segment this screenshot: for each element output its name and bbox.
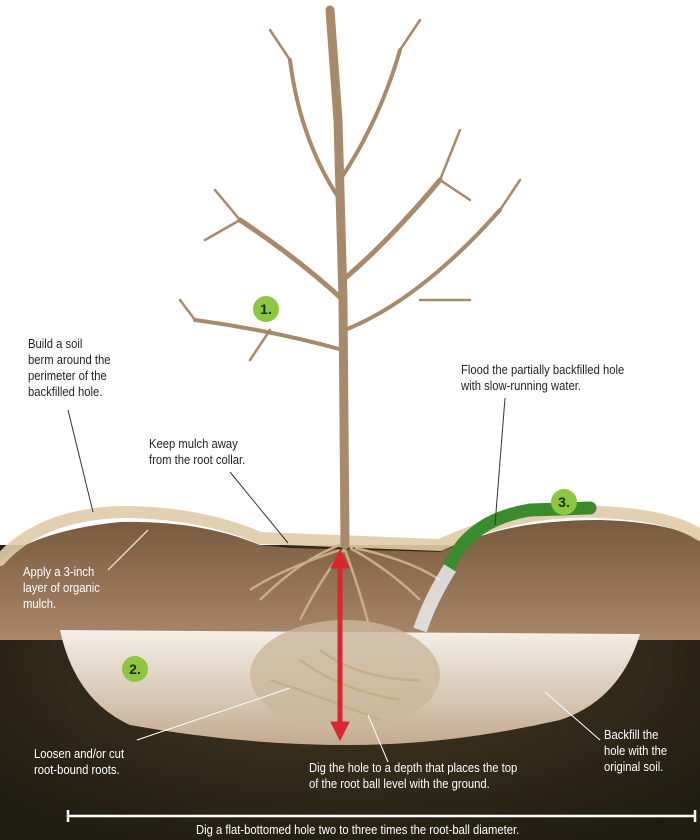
- leader-lines: [67, 397, 601, 763]
- label-apply-mulch: Apply a 3-inch layer of organic mulch.: [23, 565, 100, 611]
- label-loosen: Loosen and/or cut root-bound roots.: [34, 747, 125, 777]
- label-berm: Build a soil berm around the perimeter o…: [28, 337, 111, 399]
- root-ball: [250, 620, 440, 730]
- label-mulch-away: Keep mulch away from the root collar.: [149, 437, 246, 467]
- step-1-badge: 1.: [253, 296, 279, 322]
- label-depth: Dig the hole to a depth that places the …: [309, 761, 518, 791]
- width-dimension: [66, 810, 697, 822]
- label-width: Dig a flat-bottomed hole two to three ti…: [196, 823, 520, 837]
- step-2-badge: 2.: [122, 656, 148, 682]
- tree: [178, 5, 522, 550]
- hose: [413, 501, 597, 633]
- label-flood: Flood the partially backfilled hole with…: [461, 363, 625, 393]
- label-backfill: Backfill the hole with the original soil…: [604, 728, 668, 774]
- roots: [249, 543, 441, 722]
- step-3-badge: 3.: [551, 489, 577, 515]
- depth-arrow: [330, 548, 350, 742]
